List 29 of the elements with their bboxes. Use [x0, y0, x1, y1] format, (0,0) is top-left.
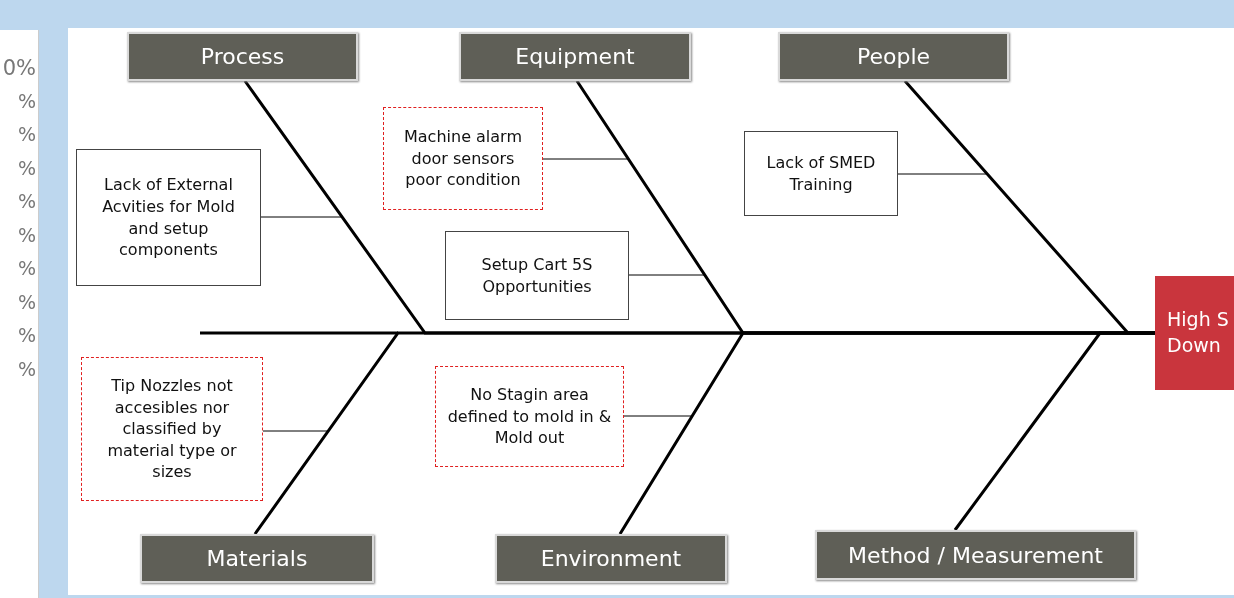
axis-tick-label: %: [17, 158, 36, 178]
category-header: Method / Measurement: [815, 530, 1136, 580]
leader-line: [254, 430, 329, 535]
leader-line: [576, 80, 706, 276]
cause-box: Lack of External Acvities for Mold and setup components: [76, 149, 261, 286]
axis-tick-label: %: [17, 326, 36, 345]
leader-line: [244, 80, 343, 218]
cause-box: Setup Cart 5S Opportunities: [445, 231, 629, 320]
axis-tick-label: %: [17, 225, 36, 245]
leader-line: [619, 415, 693, 535]
cause-box: Lack of SMED Training: [744, 131, 898, 216]
category-header: Process: [127, 32, 358, 81]
category-header: People: [778, 32, 1009, 81]
category-header: Equipment: [459, 32, 691, 81]
cause-box: Tip Nozzles not accesibles nor classified by material type or sizes: [81, 357, 263, 501]
cause-box: No Stagin area defined to mold in & Mold out: [435, 366, 624, 467]
axis-tick-label: %: [17, 192, 36, 211]
cause-box: Machine alarm door sensors poor condition: [383, 107, 543, 210]
axis-tick-label: %: [17, 292, 36, 312]
axis-tick-label: %: [17, 91, 36, 111]
problem-box: High S Down: [1155, 276, 1234, 390]
axis-tick-label: %: [17, 259, 36, 278]
category-header: Environment: [495, 534, 727, 583]
axis-tick-label: 0%: [2, 58, 36, 79]
bone-line: [953, 331, 1155, 531]
category-header: Materials: [140, 534, 374, 583]
leader-line: [897, 80, 988, 175]
axis-tick-label: %: [17, 359, 36, 379]
axis-tick-label: %: [17, 125, 36, 144]
